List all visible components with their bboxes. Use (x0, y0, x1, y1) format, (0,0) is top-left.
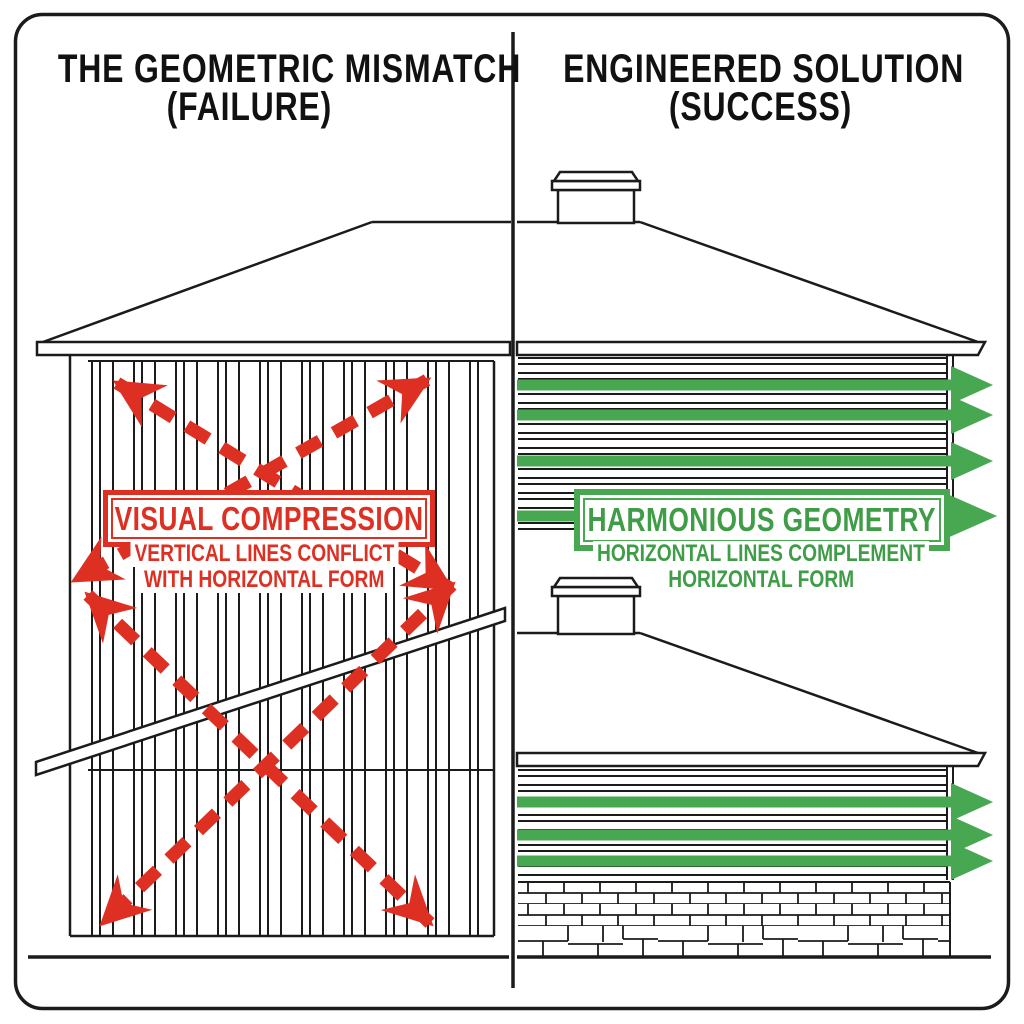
chimney-body (556, 188, 636, 225)
left-subtitle: VERTICAL LINES CONFLICT WITH HORIZONTAL … (15, 541, 513, 593)
right-bottom-fascia (515, 751, 988, 768)
left-subtitle-line1: VERTICAL LINES CONFLICT (130, 541, 398, 567)
harmonious-geometry-label: HARMONIOUS GEOMETRY (574, 489, 950, 551)
stone-band (518, 926, 950, 957)
right-house-top (515, 170, 997, 543)
diagonal-arrow-icon (112, 377, 455, 594)
horizontal-flow-arrow-icons (517, 783, 993, 880)
right-house-bottom (515, 576, 993, 959)
label-arrow-icon (936, 489, 997, 543)
right-arrow-icon (951, 816, 993, 854)
right-arrow-icon (951, 396, 993, 434)
right-title-line1: ENGINEERED SOLUTION (563, 47, 965, 91)
right-arrow-icon (951, 783, 993, 821)
diagonal-beam (34, 606, 507, 777)
left-roof-slope (42, 220, 373, 344)
visual-compression-label: VISUAL COMPRESSION (103, 490, 435, 547)
right-arrow-icon (951, 366, 993, 404)
right-top-fascia (515, 340, 988, 357)
left-fascia (35, 340, 512, 357)
chimney-top-slab (551, 576, 641, 589)
right-arrow-icon (951, 842, 993, 880)
brick-band (518, 882, 950, 926)
chimney-cap (550, 179, 642, 192)
masonry-outline (518, 881, 951, 957)
left-panel-title: THE GEOMETRIC MISMATCH (FAILURE) (0, 49, 520, 129)
right-label-text: HARMONIOUS GEOMETRY (587, 501, 937, 538)
left-label-text: VISUAL COMPRESSION (114, 499, 424, 537)
chimney-body (556, 594, 636, 636)
outer-border (13, 12, 1011, 1011)
left-subtitle-line2: WITH HORIZONTAL FORM (139, 567, 389, 593)
right-title-line2: (SUCCESS) (669, 85, 853, 129)
right-subtitle: HORIZONTAL LINES COMPLEMENT HORIZONTAL F… (513, 541, 1009, 593)
right-subtitle-line1: HORIZONTAL LINES COMPLEMENT (593, 541, 929, 567)
right-subtitle-line2: HORIZONTAL FORM (664, 567, 858, 593)
right-bottom-roof-slope (639, 631, 979, 755)
left-title-line1: THE GEOMETRIC MISMATCH (57, 47, 522, 91)
right-panel-title: ENGINEERED SOLUTION (SUCCESS) (513, 47, 1009, 129)
right-arrow-icon (951, 442, 993, 480)
chimney-top-slab (551, 170, 641, 183)
right-top-roof-slope (639, 220, 979, 344)
left-title-line2: (FAILURE) (166, 85, 332, 129)
